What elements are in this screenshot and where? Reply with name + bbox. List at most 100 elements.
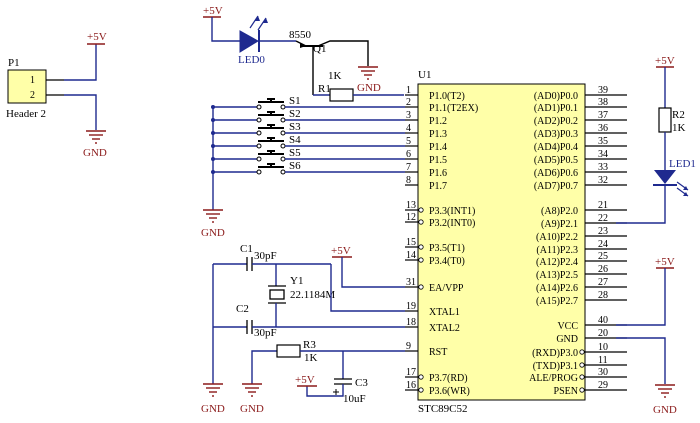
r2-ref: R2 [672, 109, 685, 121]
led1-vcc-label: +5V [655, 55, 675, 67]
r1-ref: R1 [318, 83, 331, 95]
u1-pin-number: 38 [598, 97, 608, 108]
gnd-switch-label: GND [201, 227, 225, 239]
u1-pin-label: P3.2(INT0) [429, 218, 475, 229]
u1-pin-label: P1.3 [429, 129, 447, 140]
switch-label: S1 [289, 95, 301, 107]
led1-ref: LED1 [669, 158, 696, 170]
u1-pin-number: 24 [598, 239, 608, 250]
led1-circuit: +5V R2 1K LED1 +5V GND [616, 55, 696, 416]
q1-type: 8550 [289, 29, 312, 41]
u1-pin-label: (A8)P2.0 [541, 206, 578, 217]
u1-pin-number: 14 [406, 250, 416, 261]
u1-pin-number: 40 [598, 315, 608, 326]
u1-pin-number: 3 [406, 110, 411, 121]
u1-body [417, 83, 586, 401]
u1-pin-label: (AD4)P0.4 [534, 142, 578, 153]
u1-pin-number: 34 [598, 149, 608, 160]
r3-ref: R3 [303, 339, 316, 351]
header-name: Header 2 [6, 108, 46, 120]
u1-pin-label: P1.7 [429, 181, 447, 192]
u1-pin-number: 9 [406, 341, 411, 352]
u1-pin-number: 36 [598, 123, 608, 134]
u1-pin-label: (RXD)P3.0 [532, 348, 578, 359]
u1-pin-label: P3.3(INT1) [429, 206, 475, 217]
header-pin-2: 2 [30, 90, 35, 101]
u1-pin-label: (A9)P2.1 [541, 219, 578, 230]
c1-value: 30pF [254, 250, 277, 262]
r3-value: 1K [304, 352, 318, 364]
u1-pin-label: (AD3)P0.3 [534, 129, 578, 140]
y1-symbol [269, 289, 285, 300]
switch-label: S5 [289, 147, 301, 159]
u1-pin-number: 10 [598, 342, 608, 353]
u1-pin-number: 5 [406, 136, 411, 147]
u1-pin-number: 12 [406, 212, 416, 223]
u1-pin-number: 2 [406, 97, 411, 108]
u1-pin-label: XTAL1 [429, 307, 460, 318]
y1-ref: Y1 [290, 275, 303, 287]
c2-ref: C2 [236, 303, 249, 315]
u1-pin-number: 20 [598, 328, 608, 339]
u1-pin-label: VCC [557, 321, 578, 332]
u1-pin-label: (AD7)P0.7 [534, 181, 578, 192]
u1-pin-number: 16 [406, 380, 416, 391]
u1-pin-number: 33 [598, 162, 608, 173]
u1-pin-number: 6 [406, 149, 411, 160]
u1-pin-number: 21 [598, 200, 608, 211]
u1-chip: U1 STC89C52 1P1.0(T2)2P1.1(T2EX)3P1.24P1… [405, 69, 627, 415]
u1-pin-label: P1.5 [429, 155, 447, 166]
u1-pin-label: (AD6)P0.6 [534, 168, 578, 179]
u1-pin-label: GND [556, 334, 578, 345]
u1-pin-label: P1.6 [429, 168, 447, 179]
u1-pin-number: 13 [406, 200, 416, 211]
u1-pin-label: (A14)P2.6 [536, 283, 578, 294]
r2-symbol [658, 107, 672, 133]
u1-pin-label: (TXD)P3.1 [533, 361, 578, 372]
r1-value: 1K [328, 70, 342, 82]
header-p1: P1 1 2 Header 2 +5V [6, 31, 107, 130]
u1-pin-label: P3.7(RD) [429, 373, 468, 384]
u1-pin-label: (A13)P2.5 [536, 270, 578, 281]
u1-pin-label: (AD1)P0.1 [534, 103, 578, 114]
u1-pin-label: P1.1(T2EX) [429, 103, 478, 114]
u1-pin-number: 29 [598, 380, 608, 391]
ea-vcc-label: +5V [331, 245, 351, 257]
u1-pin-number: 37 [598, 110, 608, 121]
u1-pin-number: 4 [406, 123, 411, 134]
led0-symbol [239, 30, 259, 53]
reset-circuit: R3 1K C3 10uF +5V GND [240, 339, 405, 415]
switch-label: S3 [289, 121, 301, 133]
u1-pin-number: 1 [406, 85, 411, 96]
u1-pin-number: 7 [406, 162, 411, 173]
u1-pin-label: ALE/PROG [529, 373, 578, 384]
u1-pin-label: (AD0)P0.0 [534, 91, 578, 102]
header-ref: P1 [8, 57, 20, 69]
u1-pin-number: 30 [598, 367, 608, 378]
r1-symbol [329, 88, 354, 102]
gnd-osc-label: GND [201, 403, 225, 415]
p1-vcc-label: +5V [87, 31, 107, 43]
u1-pin-number: 8 [406, 175, 411, 186]
u1-pin-number: 11 [598, 355, 608, 366]
u1-pin-label: (AD5)P0.5 [534, 155, 578, 166]
y1-value: 22.1184M [290, 289, 335, 301]
led1-symbol [654, 170, 676, 184]
u1-pin-number: 28 [598, 290, 608, 301]
c1-ref: C1 [240, 243, 253, 255]
u1-left-pins: 1P1.0(T2)2P1.1(T2EX)3P1.24P1.35P1.46P1.5… [405, 85, 478, 397]
u1-pin-label: EA/VPP [429, 283, 464, 294]
u1-pin-label: P3.5(T1) [429, 243, 465, 254]
u1-pin-number: 22 [598, 213, 608, 224]
u1-pin-number: 32 [598, 175, 608, 186]
u1-pin-number: 31 [406, 277, 416, 288]
u1-pin-label: P1.2 [429, 116, 447, 127]
c3-vcc-label: +5V [295, 374, 315, 386]
u1-pin-number: 23 [598, 226, 608, 237]
switch-label: S2 [289, 108, 301, 120]
u1-pin-number: 18 [406, 317, 416, 328]
u1-pin-number: 19 [406, 301, 416, 312]
r3-symbol [276, 344, 301, 358]
vcc40-label: +5V [655, 256, 675, 268]
u1-pin-number: 27 [598, 277, 608, 288]
